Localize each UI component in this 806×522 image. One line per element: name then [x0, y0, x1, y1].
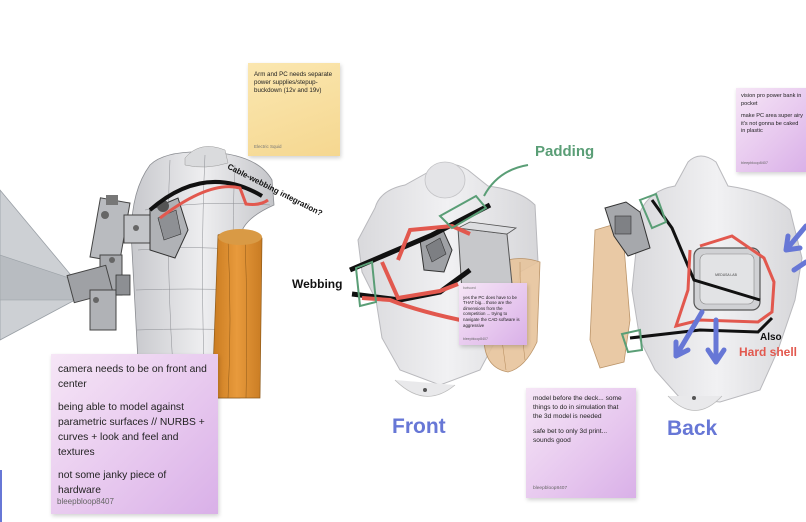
note-author: bleepbloop8407: [741, 160, 769, 165]
note-text: Arm and PC needs separate power supplies…: [254, 71, 333, 94]
back-blue-arrow-down: [705, 317, 727, 365]
back-blue-arrow-right-2: [791, 259, 806, 273]
webbing-label: Webbing: [292, 277, 343, 291]
sticky-note-power-supplies[interactable]: Arm and PC needs separate power supplies…: [248, 63, 340, 156]
note-author: bleepbloop8407: [57, 497, 114, 506]
left-shoulder-cap: [218, 229, 262, 245]
back-black-strap: [629, 199, 774, 340]
back-stand: [667, 395, 723, 411]
note-author: bleepbloop8407: [463, 337, 488, 342]
back-red-strap: [673, 234, 776, 329]
sticky-note-model[interactable]: model before the deck... some things to …: [526, 388, 636, 498]
note-text: vision pro power bank in pocket: [741, 93, 802, 107]
back-pc-box: [693, 247, 761, 311]
hard-shell-label: Hard shell: [739, 345, 798, 359]
front-red-strap: [361, 223, 471, 324]
sticky-note-pc-size[interactable]: bwlsued yes the PC does have to be THAT …: [459, 283, 527, 345]
also-label: Also: [760, 332, 782, 343]
sticky-note-vision-pro[interactable]: vision pro power bank in pocket make PC …: [736, 88, 806, 172]
note-text: not some janky piece of hardware: [58, 470, 167, 496]
left-red-strap: [159, 185, 269, 220]
note-text: make PC area super airy it's not gonna b…: [741, 113, 803, 134]
back-label: Back: [667, 417, 718, 440]
left-scene: [0, 146, 275, 399]
back-blue-arrow-left: [673, 309, 705, 359]
robotic-arm: [66, 195, 151, 331]
front-black-strap-upper: [349, 202, 492, 273]
left-neck: [184, 146, 229, 168]
front-neck: [424, 161, 466, 199]
padding-label: Padding: [535, 143, 595, 160]
note-text: camera needs to be on front and center: [58, 364, 207, 390]
note-author: bleepbloop8407: [533, 486, 568, 491]
back-arm-mount: [604, 201, 651, 257]
note-text: safe bet to only 3d print... sounds good: [533, 428, 608, 444]
note-text: model before the deck... some things to …: [533, 395, 622, 420]
front-label: Front: [392, 415, 446, 438]
note-text: yes the PC does have to be THAT big... t…: [463, 294, 520, 328]
note-text: being able to model against parametric s…: [58, 402, 205, 458]
back-scene: MEDUSA LAB: [589, 155, 806, 411]
back-green-padding: [620, 192, 668, 354]
padding-arrow: [483, 164, 529, 197]
note-author: Electric Squid: [254, 144, 282, 149]
front-scene: [349, 161, 541, 397]
note-small-author: bwlsued: [463, 286, 476, 290]
back-blue-arrow-right: [783, 223, 806, 253]
left-orange-sleeve: [211, 230, 263, 399]
front-green-padding: [354, 194, 488, 308]
sticky-note-camera[interactable]: camera needs to be on front and center b…: [51, 354, 218, 514]
pc-brand-label: MEDUSA LAB: [715, 273, 737, 277]
left-black-strap: [148, 179, 264, 212]
